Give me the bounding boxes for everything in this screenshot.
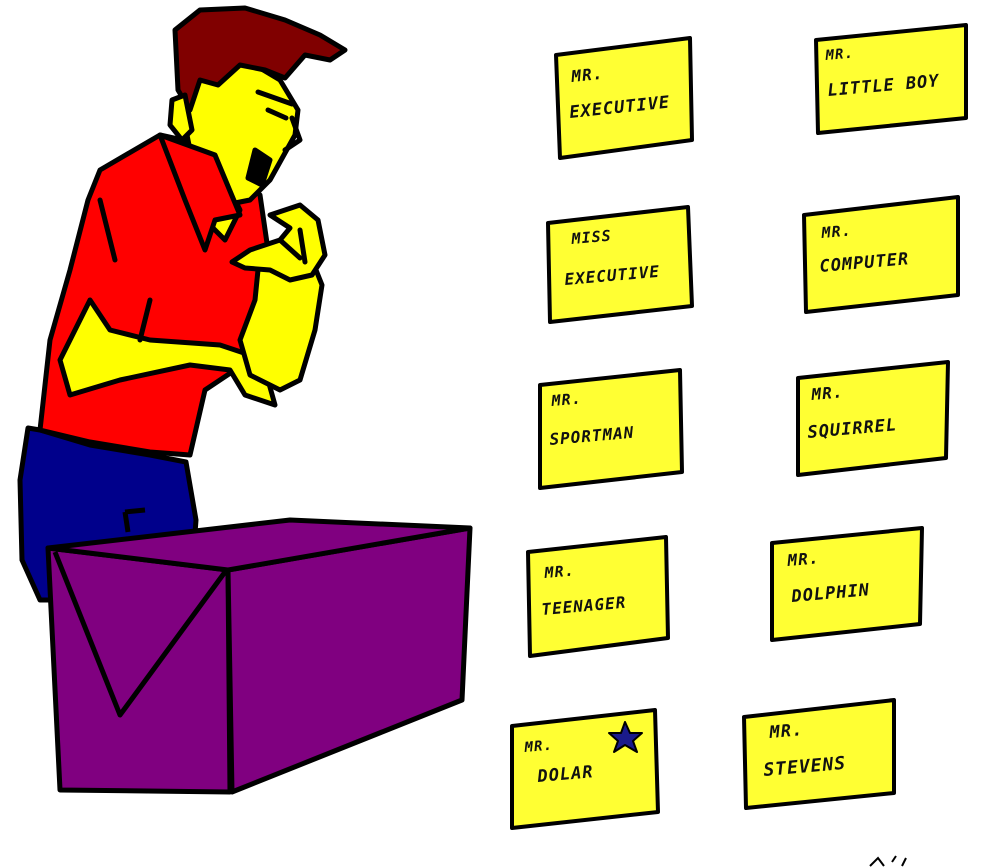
- ear: [167, 92, 195, 143]
- note-line1: MR.: [523, 738, 554, 756]
- note-mr-squirrel: MR. SQUIRREL: [796, 360, 950, 477]
- note-mr-executive: MR. EXECUTIVE: [554, 36, 694, 160]
- ballot-box: [45, 507, 473, 795]
- hair: [172, 5, 348, 113]
- note-line1: MR.: [786, 548, 820, 570]
- nose: [282, 115, 303, 153]
- name-notes: MR. EXECUTIVE MR. LITTLE BOY MISS EXECUT…: [510, 23, 968, 830]
- box-side: [225, 525, 473, 795]
- note-mr-computer: MR. COMPUTER: [802, 195, 960, 314]
- note-mr-dolar: MR. DOLAR: [510, 708, 660, 830]
- note-line1: MR.: [543, 561, 576, 582]
- note-line2: DOLAR: [536, 762, 595, 787]
- box-front: [45, 545, 233, 795]
- note-line1: MR.: [820, 221, 853, 242]
- note-line1: MR.: [768, 720, 804, 743]
- person-figure: [17, 5, 348, 603]
- note-line1: MR.: [569, 64, 604, 86]
- note-miss-executive: MISS EXECUTIVE: [546, 205, 694, 324]
- note-line1: MR.: [550, 389, 583, 410]
- note-line1: MR.: [810, 382, 844, 404]
- mouth: [245, 147, 273, 188]
- signature-scribble: [869, 855, 907, 867]
- note-mr-teenager: MR. TEENAGER: [526, 535, 670, 658]
- box-slot: [122, 511, 131, 533]
- eyebrow: [255, 89, 295, 107]
- arm-back: [57, 297, 278, 408]
- note-mr-little-boy: MR. LITTLE BOY: [814, 23, 968, 135]
- note-mr-dolphin: MR. DOLPHIN: [770, 526, 924, 642]
- note-mr-sportman: MR. SPORTMAN: [538, 368, 684, 490]
- note-mr-stevens: MR. STEVENS: [742, 698, 896, 810]
- box-top: [45, 517, 473, 573]
- star-icon: [608, 721, 643, 753]
- note-line1: MR.: [824, 46, 855, 64]
- collar: [157, 132, 243, 253]
- note-line1: MISS: [570, 227, 613, 249]
- box-flap: [52, 551, 228, 718]
- eye: [265, 107, 289, 121]
